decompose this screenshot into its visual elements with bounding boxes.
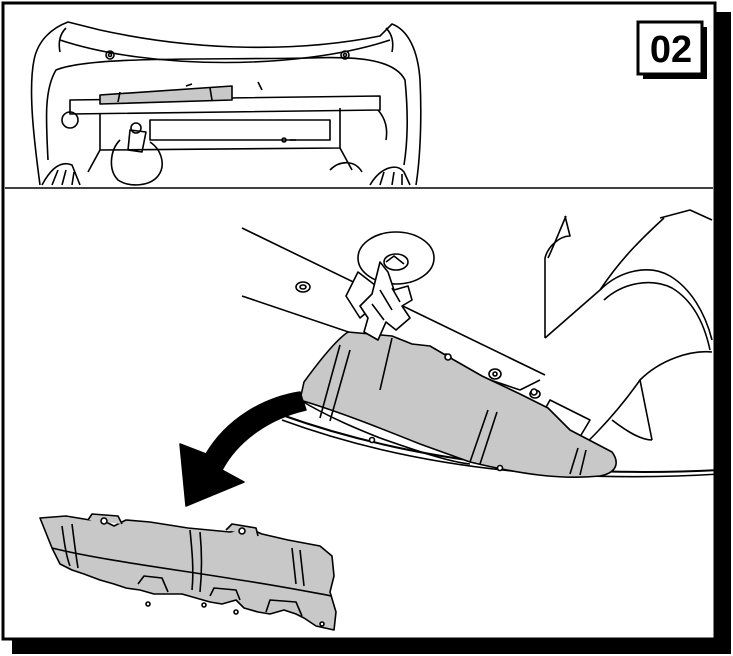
vehicle-rear-underside-overview — [30, 21, 422, 186]
step-number-box — [636, 20, 704, 76]
retaining-clip — [345, 231, 435, 341]
step-number: 02 — [649, 29, 693, 71]
underbody-shield-installed — [299, 331, 617, 478]
underbody-shield-removed — [39, 513, 337, 631]
curved-arrow-down-left-icon — [179, 391, 307, 507]
